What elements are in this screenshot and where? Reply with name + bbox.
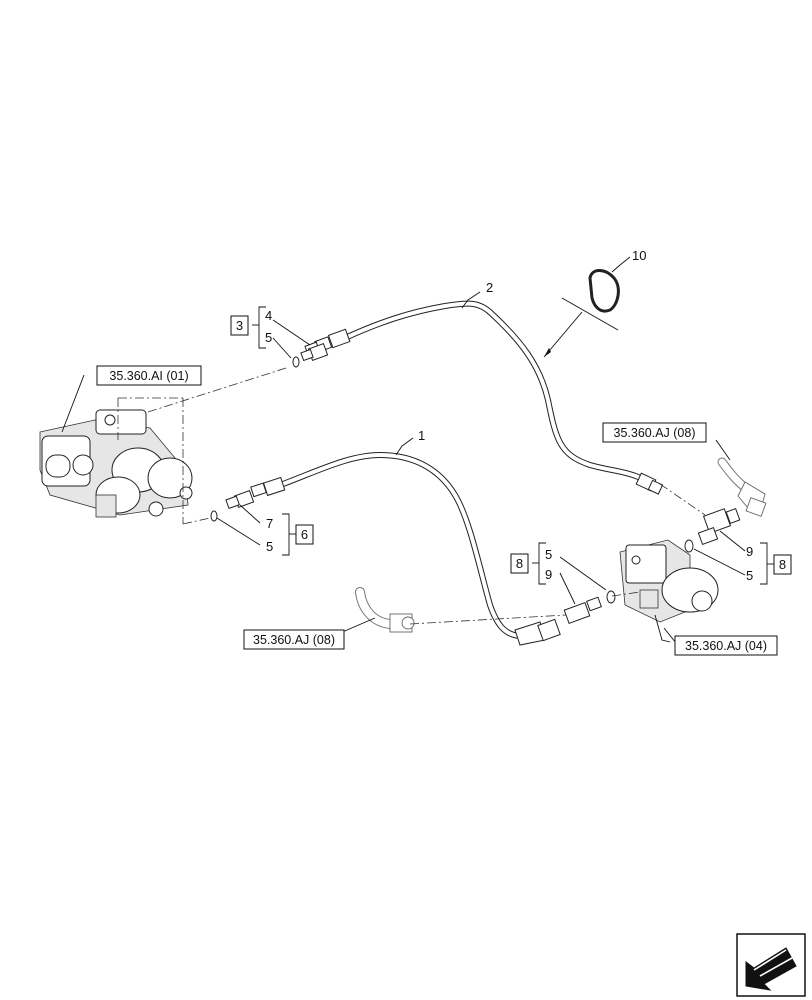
callout-fitting-4: 4: [265, 308, 272, 323]
oring-5-top: [292, 356, 300, 368]
leaders: [61, 256, 746, 644]
reference-hose-lower-left: [355, 587, 415, 633]
callout-oring-5-mid: 5: [545, 547, 552, 562]
valve-block: [39, 409, 193, 518]
oring-5-right: [684, 539, 694, 553]
ref-solenoid-valve[interactable]: 35.360.AJ (04): [674, 635, 778, 656]
callout-oring-5-right: 5: [746, 568, 753, 583]
kit-8-right: 8: [773, 554, 792, 575]
hose-2: [304, 300, 664, 495]
oring-5-mid: [606, 590, 616, 604]
ref-hose-upper-right[interactable]: 35.360.AJ (08): [602, 422, 707, 443]
svg-text:35.360.AJ (08): 35.360.AJ (08): [614, 426, 696, 440]
kit-8-mid: 8: [510, 553, 529, 574]
hose-1: [250, 451, 561, 646]
svg-text:3: 3: [236, 318, 243, 333]
callout-fitting-9-right: 9: [746, 544, 753, 559]
callout-oring-5-top: 5: [265, 330, 272, 345]
kit-brackets: [252, 306, 774, 585]
ref-valve-block[interactable]: 35.360.AI (01): [96, 365, 202, 386]
svg-text:35.360.AJ (08): 35.360.AJ (08): [253, 633, 335, 647]
callout-fitting-7: 7: [266, 516, 273, 531]
fitting-7: [225, 489, 255, 510]
svg-text:8: 8: [779, 557, 786, 572]
fitting-9-right: [697, 508, 741, 546]
reference-hose-upper-right: [717, 457, 767, 517]
ring-10: [588, 269, 620, 313]
cut-symbol: [543, 297, 619, 358]
fitting-9-mid: [563, 596, 602, 624]
kit-3: 3: [230, 315, 249, 336]
oring-5-left: [210, 510, 218, 522]
callout-fitting-9-mid: 9: [545, 567, 552, 582]
callout-ring-10: 10: [632, 248, 646, 263]
callout-hose-2: 2: [486, 280, 493, 295]
solenoid-valve: [619, 539, 719, 643]
centerlines: [117, 367, 706, 625]
svg-text:35.360.AJ (04): 35.360.AJ (04): [685, 639, 767, 653]
fitting-4: [300, 342, 329, 362]
svg-text:35.360.AI (01): 35.360.AI (01): [109, 369, 188, 383]
callout-oring-5-left: 5: [266, 539, 273, 554]
ref-hose-lower-left[interactable]: 35.360.AJ (08): [243, 629, 345, 650]
svg-text:8: 8: [516, 556, 523, 571]
svg-text:6: 6: [301, 527, 308, 542]
kit-6: 6: [295, 524, 314, 545]
callout-hose-1: 1: [418, 428, 425, 443]
direction-arrow-icon[interactable]: [736, 933, 806, 997]
